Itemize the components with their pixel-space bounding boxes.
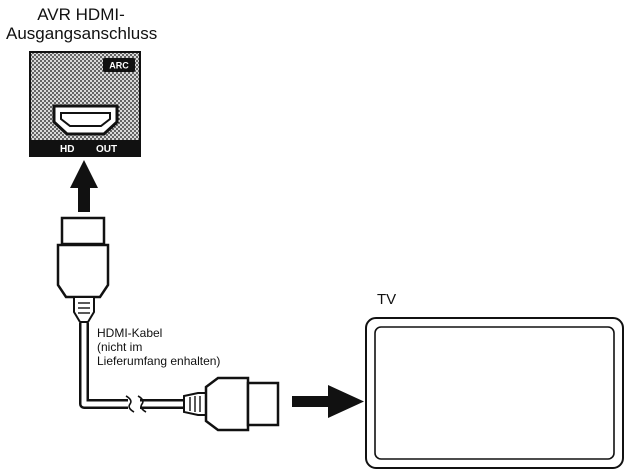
cable-break-left <box>125 395 135 413</box>
hdmi-plug-top <box>56 216 110 323</box>
arc-badge <box>103 58 135 72</box>
plug-in-arrow-up <box>70 160 98 212</box>
plug-top-tip <box>60 216 106 246</box>
hdmi-cable-label: HDMI-Kabel (nicht im Lieferumfang enhalt… <box>97 326 220 368</box>
plug-in-arrow-right <box>292 385 364 418</box>
port-panel-strip <box>30 140 140 156</box>
avr-label-line-1: AVR HDMI- <box>37 5 125 24</box>
hdmi-socket-inner <box>60 112 111 127</box>
plug-top-strain-relief <box>73 296 95 323</box>
tv-inner-bezel <box>374 326 615 460</box>
hdmi-plug-bottom <box>183 376 280 432</box>
strip-text-left: HD <box>60 144 74 155</box>
plug-bottom-tip <box>246 381 280 427</box>
tv-label: TV <box>377 291 397 308</box>
cable-break-right <box>137 395 147 413</box>
arc-badge-text: ARC <box>109 61 129 71</box>
cable-label-line-2: (nicht im <box>97 340 143 355</box>
strip-text-right: OUT <box>96 144 117 155</box>
avr-label-line-2: Ausgangsanschluss <box>6 23 158 43</box>
plug-top-body <box>56 243 110 299</box>
cable-label-line-1: HDMI-Kabel <box>97 326 163 340</box>
avr-hdmi-output-panel: ARC HD OUT <box>29 51 141 157</box>
cable-label-line-3: Lieferumfang enhalten) <box>97 354 221 369</box>
tv-screen <box>365 317 624 469</box>
hdmi-cable <box>79 323 184 413</box>
avr-hdmi-output-label: AVR HDMI- Ausgangsanschluss <box>6 5 158 43</box>
plug-bottom-body <box>204 376 250 432</box>
